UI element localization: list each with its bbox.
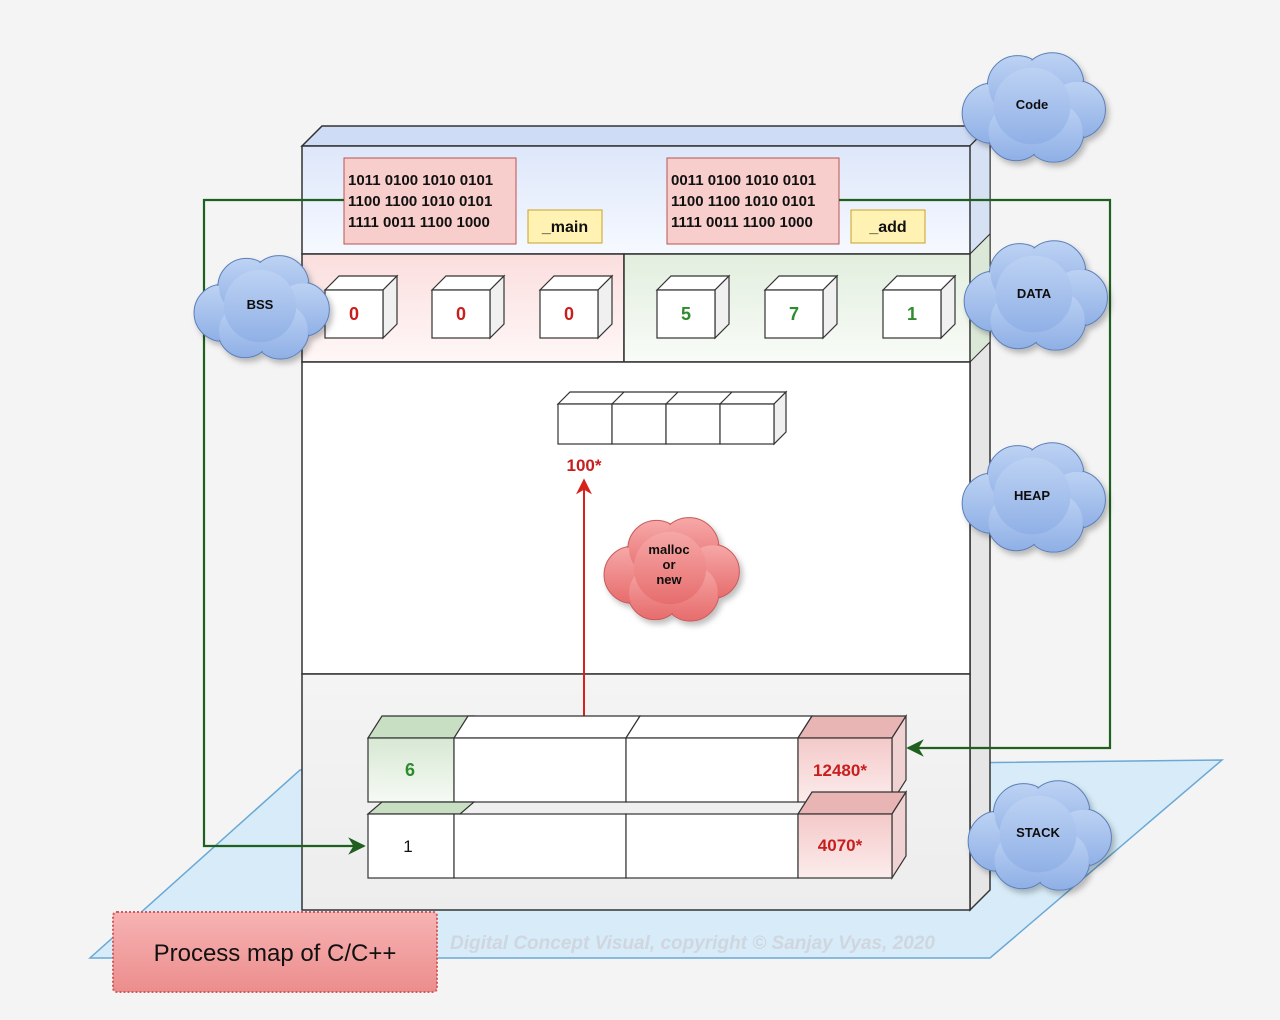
heap-cell-4 — [719, 403, 775, 445]
title-box: Process map of C/C++ — [112, 911, 438, 993]
title-text: Process map of C/C++ — [154, 940, 397, 967]
bss-cube-3: 0 — [538, 274, 614, 340]
heap-cloud-label: HEAP — [1014, 488, 1050, 503]
stack-frame-top: 6 12480* — [366, 713, 908, 805]
code-cloud: Code — [961, 52, 1106, 163]
frame-top-args-cell — [625, 737, 799, 803]
bss-cube-2: 0 — [430, 274, 506, 340]
stack-cloud: STACK — [967, 780, 1112, 891]
main-binary-line-1: 1011 0100 1010 0101 — [348, 172, 493, 189]
main-binary-line-3: 1111 0011 1100 1000 — [348, 214, 490, 231]
malloc-cloud-line-3: new — [656, 572, 682, 587]
add-label: _add — [850, 209, 926, 244]
add-binary-line-2: 1100 1100 1010 0101 — [671, 193, 815, 210]
frame-top-return-cell — [797, 737, 893, 803]
frame-top-count: 6 — [405, 760, 415, 780]
data-cube-1-value: 5 — [681, 304, 691, 324]
main-label: _main — [527, 209, 603, 244]
heap-array — [556, 390, 788, 446]
data-cube-3: 1 — [881, 274, 957, 340]
frame-bottom-count-cell — [367, 813, 455, 879]
bss-cloud-label: BSS — [247, 297, 274, 312]
bss-cloud: BSS — [193, 255, 330, 360]
watermark: Digital Concept Visual, copyright © Sanj… — [450, 933, 935, 954]
heap-pointer-label: 100* — [567, 456, 602, 475]
add-binary-line-3: 1111 0011 1100 1000 — [671, 214, 813, 231]
data-cube-2: 7 — [763, 274, 839, 340]
bss-cube-1-value: 0 — [349, 304, 359, 324]
code-cloud-label: Code — [1016, 97, 1049, 112]
data-cloud: DATA — [963, 240, 1108, 351]
call-arrow-main — [202, 198, 366, 855]
main-binary-line-2: 1100 1100 1010 0101 — [348, 193, 492, 210]
add-binary-line-1: 0011 0100 1010 0101 — [671, 172, 816, 189]
frame-bottom-args-cell — [625, 813, 799, 879]
heap-cell-3 — [665, 403, 721, 445]
stack-cloud-label: STACK — [1016, 825, 1060, 840]
box-right-face-code — [969, 124, 991, 256]
frame-bottom-return-addr: 4070* — [818, 836, 863, 855]
frame-top-return-addr: 12480* — [813, 761, 867, 780]
data-cube-3-value: 1 — [907, 304, 917, 324]
frame-bottom-count: 1 — [403, 837, 412, 856]
add-binary-block: 0011 0100 1010 0101 1100 1100 1010 0101 … — [666, 157, 840, 245]
frame-top-count-cell — [367, 737, 455, 803]
add-label-text: _add — [868, 219, 906, 236]
bss-cube-1: 0 — [323, 274, 399, 340]
box-top-face — [300, 125, 992, 147]
bss-cube-3-value: 0 — [564, 304, 574, 324]
stack-frame-bottom: 1 4070* — [366, 789, 908, 881]
frame-bottom-locals-cell — [453, 813, 627, 879]
call-arrow-add — [839, 198, 1112, 757]
bss-cube-2-value: 0 — [456, 304, 466, 324]
frame-top-locals-cell — [453, 737, 627, 803]
malloc-cloud-line-1: malloc — [648, 542, 689, 557]
frame-bottom-return-cell — [797, 813, 893, 879]
malloc-cloud-line-2: or — [663, 557, 676, 572]
heap-cloud: HEAP — [961, 442, 1106, 553]
data-cube-2-value: 7 — [789, 304, 799, 324]
data-cloud-label: DATA — [1017, 286, 1052, 301]
heap-cell-2 — [611, 403, 667, 445]
heap-cell-1 — [557, 403, 613, 445]
data-cube-1: 5 — [655, 274, 731, 340]
main-label-text: _main — [541, 219, 588, 236]
main-binary-block: 1011 0100 1010 0101 1100 1100 1010 0101 … — [343, 157, 517, 245]
